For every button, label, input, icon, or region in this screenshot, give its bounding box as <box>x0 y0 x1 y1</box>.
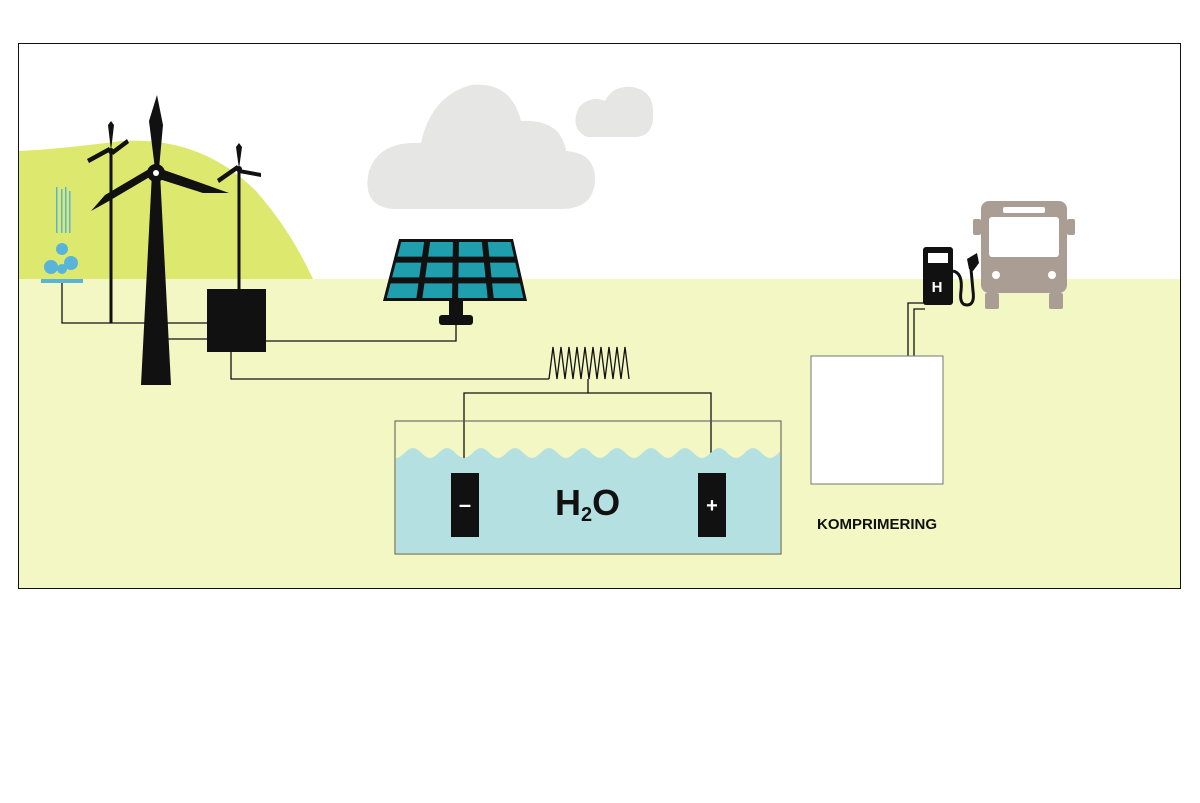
compression-label: KOMPRIMERING <box>817 516 937 533</box>
electrolyte-subscript: 2 <box>581 504 592 526</box>
electrolyte-suffix: O <box>592 482 620 523</box>
solar-cell <box>397 242 425 257</box>
electrolyte-label: H2O <box>555 482 620 526</box>
electrolyte-element: H <box>555 482 581 523</box>
diagram-frame: – + H2O KOMPRIMERING H <box>18 43 1181 589</box>
cloud-icon <box>367 84 596 209</box>
bus-icon <box>973 201 1075 309</box>
solar-cell <box>487 242 514 257</box>
solar-cell <box>422 283 453 298</box>
wind-turbine-icon <box>91 95 229 385</box>
solar-cell <box>489 262 519 278</box>
solar-panel-icon <box>383 239 527 325</box>
solar-cell <box>458 242 484 257</box>
solar-cell <box>458 262 486 278</box>
hydrogen-production-diagram: – + H2O KOMPRIMERING H <box>19 44 1180 588</box>
fuel-pump-icon: H <box>923 247 979 307</box>
solar-cell <box>428 242 453 257</box>
cloud-icon <box>575 86 654 137</box>
pump-label: H <box>932 279 943 296</box>
wind-turbine-icon <box>217 143 261 291</box>
hydropower-icon <box>41 187 83 283</box>
inverter-box <box>207 289 266 352</box>
wind-turbine-icon <box>87 121 129 323</box>
wiring <box>61 283 943 473</box>
cathode <box>451 473 479 537</box>
compression-tank <box>810 355 944 485</box>
electrolysis-tank: – + H2O <box>394 420 782 555</box>
cathode-sign: – <box>459 492 471 517</box>
solar-cell <box>492 283 524 298</box>
solar-cell <box>386 283 419 298</box>
solar-cell <box>392 262 422 278</box>
solar-cell <box>425 262 453 278</box>
anode <box>698 473 726 537</box>
anode-sign: + <box>706 495 718 517</box>
solar-cell <box>458 283 488 298</box>
water <box>396 448 780 553</box>
